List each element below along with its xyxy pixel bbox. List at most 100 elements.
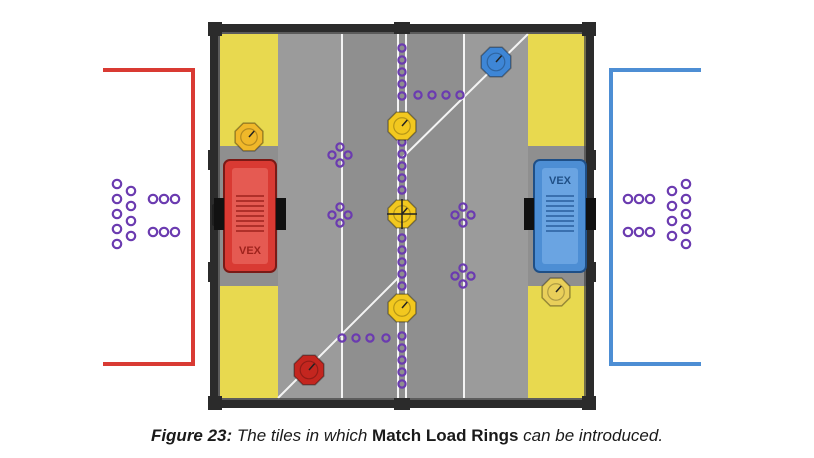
match-load-ring bbox=[622, 226, 634, 238]
match-load-ring bbox=[666, 185, 678, 197]
caption-emphasis: Match Load Rings bbox=[372, 426, 519, 445]
blue-robot: VEX bbox=[524, 159, 596, 273]
field-ring bbox=[335, 142, 345, 152]
match-load-ring bbox=[680, 178, 692, 190]
field-ring bbox=[397, 355, 407, 365]
field-ring bbox=[397, 281, 407, 291]
match-load-ring bbox=[633, 193, 645, 205]
mobile-goals bbox=[234, 46, 571, 386]
match-load-ring bbox=[666, 230, 678, 242]
match-load-ring bbox=[169, 226, 181, 238]
field-ring bbox=[365, 333, 375, 343]
match-load-ring bbox=[111, 193, 123, 205]
frame-posts bbox=[208, 22, 596, 410]
field-ring bbox=[327, 210, 337, 220]
field-ring bbox=[427, 90, 437, 100]
red-robot: VEX bbox=[212, 159, 286, 273]
match-load-ring bbox=[169, 193, 181, 205]
field-ring bbox=[397, 185, 407, 195]
field-ring bbox=[351, 333, 361, 343]
match-load-ring bbox=[633, 226, 645, 238]
match-load-ring bbox=[680, 223, 692, 235]
field-ring bbox=[337, 333, 347, 343]
match-load-ring bbox=[125, 185, 137, 197]
figure-label: Figure 23: bbox=[150, 426, 233, 445]
match-load-ring bbox=[111, 208, 123, 220]
match-load-ring bbox=[680, 193, 692, 205]
match-load-ring bbox=[680, 238, 692, 250]
match-load-ring bbox=[125, 200, 137, 212]
field-ring bbox=[397, 331, 407, 341]
field-ring bbox=[397, 79, 407, 89]
field-ring bbox=[455, 90, 465, 100]
field-ring bbox=[397, 43, 407, 53]
field-ring bbox=[397, 67, 407, 77]
caption-text-1: The tiles in which bbox=[232, 426, 373, 445]
field-ring bbox=[413, 90, 423, 100]
mobile-goal-red bbox=[293, 354, 325, 386]
match-load-ring bbox=[125, 230, 137, 242]
field-ring bbox=[458, 202, 468, 212]
match-load-ring bbox=[147, 226, 159, 238]
corner-tile-bottom-left bbox=[220, 286, 278, 398]
field-ring bbox=[397, 379, 407, 389]
red-robot-logo: VEX bbox=[239, 245, 262, 257]
mobile-goal-yellow-on-blue-robot bbox=[541, 277, 571, 307]
blue-alliance-station bbox=[609, 68, 701, 366]
match-load-ring bbox=[125, 215, 137, 227]
field-ring bbox=[397, 161, 407, 171]
field-ring bbox=[466, 210, 476, 220]
match-load-ring bbox=[680, 208, 692, 220]
caption-text-2: can be introduced. bbox=[518, 426, 664, 445]
mobile-goal-blue bbox=[480, 46, 512, 78]
field-ring bbox=[450, 271, 460, 281]
field-ring bbox=[397, 55, 407, 65]
figure-caption: Figure 23: The tiles in which Match Load… bbox=[0, 426, 814, 446]
field-ring bbox=[397, 257, 407, 267]
field-ring bbox=[327, 150, 337, 160]
match-load-ring bbox=[666, 200, 678, 212]
field-ring bbox=[397, 233, 407, 243]
field-ring bbox=[466, 271, 476, 281]
field-ring bbox=[335, 158, 345, 168]
blue-robot-logo: VEX bbox=[549, 175, 572, 187]
field-ring bbox=[458, 263, 468, 273]
field-ring bbox=[335, 202, 345, 212]
field-lane-left bbox=[278, 34, 342, 398]
mobile-goal-yellow-on-red-robot bbox=[234, 122, 264, 152]
corner-tile-top-right bbox=[528, 34, 586, 146]
match-load-ring bbox=[111, 223, 123, 235]
red-alliance-station bbox=[103, 68, 195, 366]
field-ring bbox=[343, 210, 353, 220]
field-ring bbox=[458, 218, 468, 228]
match-load-ring bbox=[644, 193, 656, 205]
field-ring bbox=[441, 90, 451, 100]
match-load-ring bbox=[147, 193, 159, 205]
field-ring bbox=[450, 210, 460, 220]
mobile-goal-yellow bbox=[387, 111, 417, 141]
match-load-ring bbox=[622, 193, 634, 205]
match-load-ring bbox=[111, 178, 123, 190]
mobile-goal-yellow-center bbox=[387, 199, 417, 229]
match-load-ring bbox=[111, 238, 123, 250]
field-rings bbox=[327, 43, 476, 389]
red-match-load-rings bbox=[111, 178, 181, 250]
field-ring bbox=[397, 343, 407, 353]
field-ring bbox=[381, 333, 391, 343]
field-ring bbox=[397, 91, 407, 101]
field bbox=[208, 22, 596, 410]
field-ring bbox=[335, 218, 345, 228]
match-load-ring bbox=[666, 215, 678, 227]
field-ring bbox=[397, 149, 407, 159]
field-ring bbox=[397, 173, 407, 183]
field-ring bbox=[458, 279, 468, 289]
field-ring bbox=[397, 367, 407, 377]
blue-match-load-rings bbox=[622, 178, 692, 250]
match-load-ring bbox=[158, 193, 170, 205]
field-ring bbox=[397, 269, 407, 279]
match-load-ring bbox=[158, 226, 170, 238]
field-ring bbox=[343, 150, 353, 160]
field-ring bbox=[397, 245, 407, 255]
match-load-ring bbox=[644, 226, 656, 238]
